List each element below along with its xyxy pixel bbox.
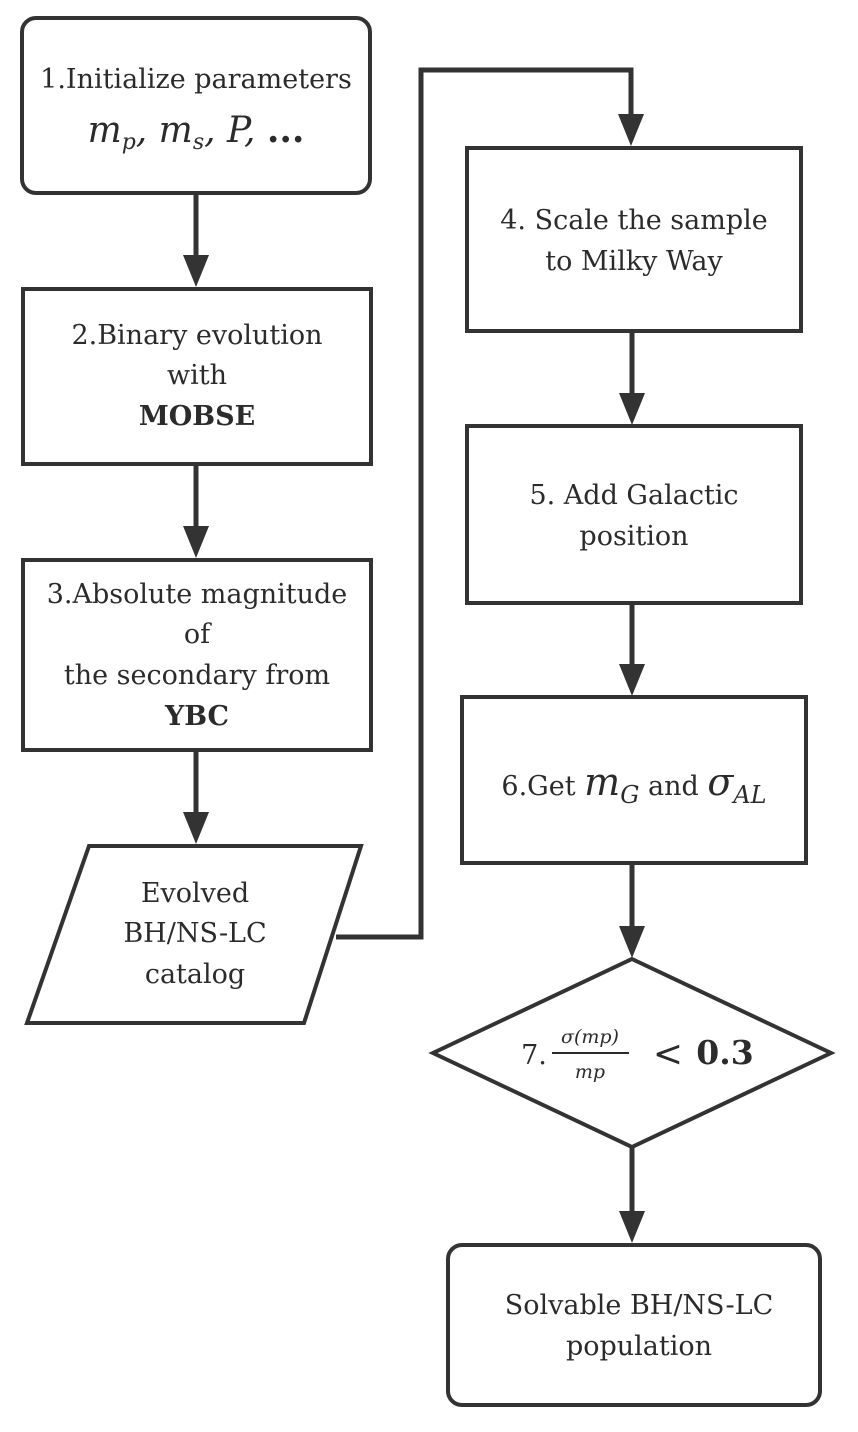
node-decision-diamond [428,956,836,1150]
node-evolved-catalog: Evolved BH/NS-LC catalog [24,844,364,1025]
decision-prefix: 7. [521,1040,547,1071]
node-get-magnitude-label: 6.Get mG and σAL [501,760,766,810]
node-evolved-catalog-shape [24,844,364,1025]
node-binary-evolution-mobse: MOBSE [139,401,255,432]
connectors [183,67,645,1243]
node-galactic-position: 5. Add Galactic position [465,424,803,605]
node-evolved-catalog-line1: Evolved [141,878,249,909]
get-prefix: 6.Get [501,771,575,802]
node-scale-sample-box [465,146,803,333]
get-and: and [648,771,699,802]
node-get-magnitude-box [460,695,808,865]
arrowhead-5-6 [619,664,645,696]
node-decision: 7. σ(mp) mp < 0.3 [428,956,836,1150]
mg-subscript: G [620,781,639,809]
node-solvable-population-line2: population [566,1331,712,1362]
node-absolute-magnitude-line2: of [184,619,212,650]
node-solvable-population-box [446,1243,822,1407]
connector-catalog-4 [336,67,634,940]
decision-denominator: mp [575,1061,605,1083]
node-scale-sample-line1: 4. Scale the sample [500,205,768,236]
decision-threshold: 0.3 [696,1033,753,1072]
node-scale-sample-line2: to Milky Way [545,246,723,277]
node-initialize-parameters-box [20,16,372,195]
node-scale-sample: 4. Scale the sample to Milky Way [465,146,803,333]
node-solvable-population-line1: Solvable BH/NS-LC [505,1290,774,1321]
node-binary-evolution-line1: 2.Binary evolution [71,320,322,351]
mg-symbol: m [584,760,620,804]
node-binary-evolution-line2: with [167,360,227,391]
node-absolute-magnitude-line3: the secondary from [64,660,330,691]
math-mp: m [88,110,122,151]
sigma-subscript: AL [731,781,766,809]
arrowhead-1-2 [183,255,209,287]
node-absolute-magnitude-box [21,558,373,752]
math-mp-sub: p [122,130,136,155]
node-solvable-population: Solvable BH/NS-LC population [446,1243,822,1407]
node-evolved-catalog-line3: catalog [145,959,245,990]
arrowhead-4-5 [619,393,645,425]
node-galactic-position-line2: position [579,521,688,552]
node-absolute-magnitude-ybc: YBC [164,701,229,732]
arrowhead-7-result [619,1211,645,1243]
decision-numerator: σ(mp) [561,1026,619,1048]
sigma-symbol: σ [707,760,734,804]
arrowhead-6-7 [619,926,645,958]
arrowhead-3-catalog [183,812,209,844]
node-binary-evolution: 2.Binary evolution with MOBSE [21,287,373,466]
node-initialize-parameters: 1.Initialize parameters mp, ms, P, ... [20,16,372,195]
arrowhead-2-3 [183,526,209,558]
arrowhead-catalog-4 [618,114,644,146]
node-absolute-magnitude: 3.Absolute magnitude of the secondary fr… [21,558,373,752]
node-initialize-parameters-math: mp, ms, P, ... [88,109,305,155]
node-galactic-position-box [465,424,803,605]
node-initialize-parameters-label: 1.Initialize parameters [40,64,352,95]
node-binary-evolution-box [21,287,373,466]
decision-comparison: < [653,1034,683,1075]
node-galactic-position-line1: 5. Add Galactic [529,480,738,511]
node-get-magnitude: 6.Get mG and σAL [460,695,808,865]
node-evolved-catalog-line2: BH/NS-LC [123,918,266,949]
node-absolute-magnitude-line1: 3.Absolute magnitude [47,579,348,610]
